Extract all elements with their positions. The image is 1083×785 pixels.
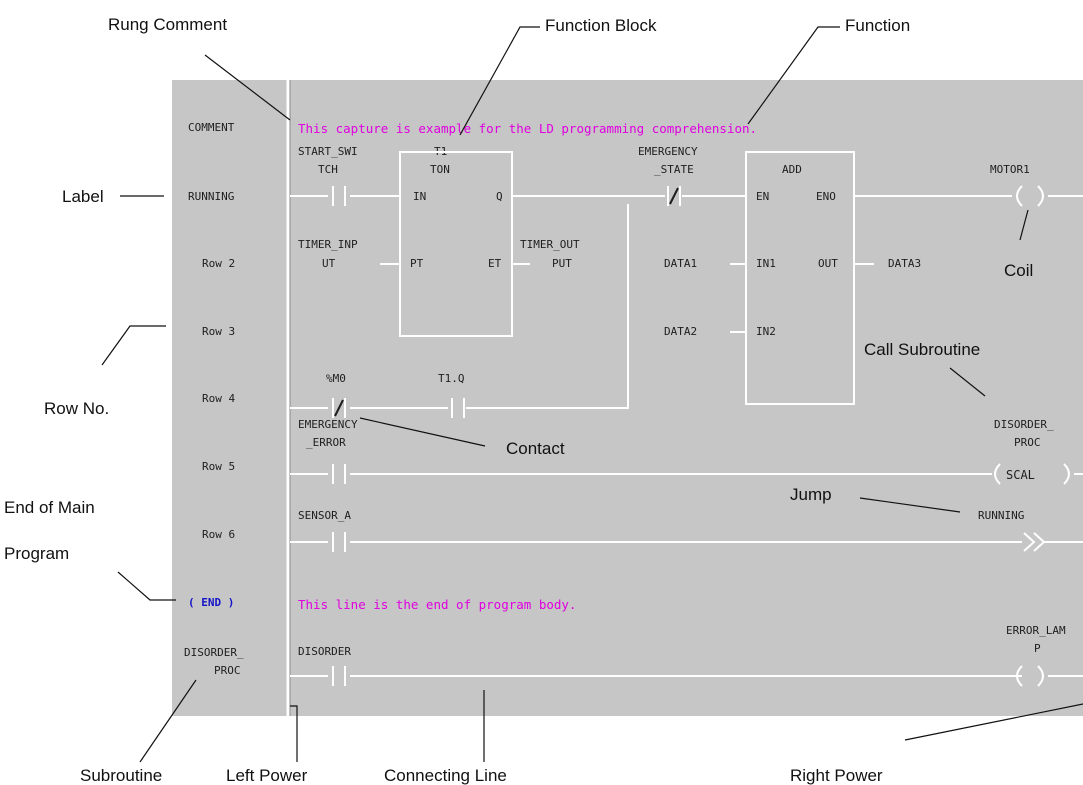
pin-in: IN	[413, 190, 426, 203]
error-lamp-label-2: P	[1034, 642, 1041, 655]
callout-subroutine: Subroutine	[80, 766, 162, 785]
coil-motor1[interactable]	[1016, 185, 1044, 207]
pin-q: Q	[496, 190, 503, 203]
pin-en: EN	[756, 190, 769, 203]
row-label-comment: COMMENT	[188, 121, 235, 134]
t1-type-name: TON	[430, 163, 450, 176]
disorder-proc-call-label-1: DISORDER_	[994, 418, 1054, 431]
error-lamp-label-1: ERROR_LAM	[1006, 624, 1066, 637]
start-switch-label-1: START_SWI	[298, 145, 358, 158]
timer-output-label-2: PUT	[552, 257, 572, 270]
callout-jump: Jump	[790, 485, 832, 504]
end-marker: ( END )	[188, 596, 234, 609]
end-comment-text: This line is the end of program body.	[298, 597, 576, 612]
row-label-4: Row 4	[202, 392, 235, 405]
leader-function-block	[459, 26, 540, 136]
pin-out: OUT	[818, 257, 838, 270]
jump-target-label: RUNNING	[978, 509, 1024, 522]
scal-text: SCAL	[1006, 468, 1035, 482]
contact-m0[interactable]	[332, 398, 346, 418]
t1q-label: T1.Q	[438, 372, 465, 385]
row-label-running: RUNNING	[188, 190, 234, 203]
callout-row-no: Row No.	[44, 399, 109, 418]
leader-contact	[359, 417, 486, 447]
callout-contact: Contact	[506, 439, 565, 458]
callout-label: Label	[62, 187, 104, 206]
function-add[interactable]	[745, 151, 855, 405]
contact-emergency-error[interactable]	[332, 464, 346, 484]
disorder-proc-call-label-2: PROC	[1014, 436, 1041, 449]
timer-output-label-1: TIMER_OUT	[520, 238, 580, 251]
leader-row-no	[101, 325, 166, 366]
callout-function-block: Function Block	[545, 16, 657, 35]
callout-left-power: Left Power	[226, 766, 308, 785]
data2-label: DATA2	[664, 325, 697, 338]
emergency-state-label-1: EMERGENCY	[638, 145, 698, 158]
contact-disorder[interactable]	[332, 666, 346, 686]
row-label-5: Row 5	[202, 460, 235, 473]
row-label-3: Row 3	[202, 325, 235, 338]
callout-end-main-line2: Program	[4, 544, 69, 563]
start-switch-label-2: TCH	[318, 163, 338, 176]
rung-comment-text: This capture is example for the LD progr…	[298, 121, 757, 136]
timer-input-label-2: UT	[322, 257, 336, 270]
leader-jump	[859, 497, 961, 513]
emergency-state-label-2: _STATE	[654, 163, 694, 176]
pin-et: ET	[488, 257, 502, 270]
emergency-error-label-1: EMERGENCY	[298, 418, 358, 431]
subroutine-label-line1: DISORDER_	[184, 646, 244, 659]
call-subroutine-scal[interactable]: SCAL	[994, 463, 1070, 485]
emergency-error-label-2: _ERROR	[306, 436, 346, 449]
data3-label: DATA3	[888, 257, 921, 270]
leader-coil	[1019, 209, 1029, 241]
sensor-a-label: SENSOR_A	[298, 509, 351, 522]
leader-subroutine	[139, 679, 197, 763]
callout-function: Function	[845, 16, 910, 35]
row-label-6: Row 6	[202, 528, 235, 541]
leader-call-subroutine	[949, 367, 986, 397]
contact-start-switch[interactable]	[332, 186, 346, 206]
connecting-line	[484, 204, 629, 409]
subroutine-label-line2: PROC	[214, 664, 241, 677]
leader-rung-comment	[204, 54, 291, 121]
timer-input-label-1: TIMER_INP	[298, 238, 358, 251]
add-function-name: ADD	[782, 163, 802, 176]
row-label-2: Row 2	[202, 257, 235, 270]
pin-in1: IN1	[756, 257, 776, 270]
leader-function	[747, 26, 840, 125]
pin-pt: PT	[410, 257, 424, 270]
callout-right-power: Right Power	[790, 766, 883, 785]
callout-call-subroutine: Call Subroutine	[864, 340, 980, 359]
contact-emergency-state[interactable]	[667, 186, 681, 206]
contact-t1q[interactable]	[451, 398, 465, 418]
leader-left-power	[290, 705, 298, 762]
pin-eno: ENO	[816, 190, 836, 203]
disorder-label: DISORDER	[298, 645, 351, 658]
pin-in2: IN2	[756, 325, 776, 338]
leader-right-power	[904, 703, 1083, 741]
contact-sensor-a[interactable]	[332, 532, 346, 552]
function-block-t1[interactable]	[399, 151, 513, 337]
motor1-label: MOTOR1	[990, 163, 1030, 176]
callout-end-main-line1: End of Main	[4, 498, 95, 517]
data1-label: DATA1	[664, 257, 697, 270]
leader-end-main	[117, 571, 176, 601]
coil-error-lamp[interactable]	[1016, 665, 1044, 687]
callout-connecting-line: Connecting Line	[384, 766, 507, 785]
callout-rung-comment: Rung Comment	[108, 15, 227, 34]
callout-coil: Coil	[1004, 261, 1033, 280]
m0-label: %M0	[326, 372, 346, 385]
